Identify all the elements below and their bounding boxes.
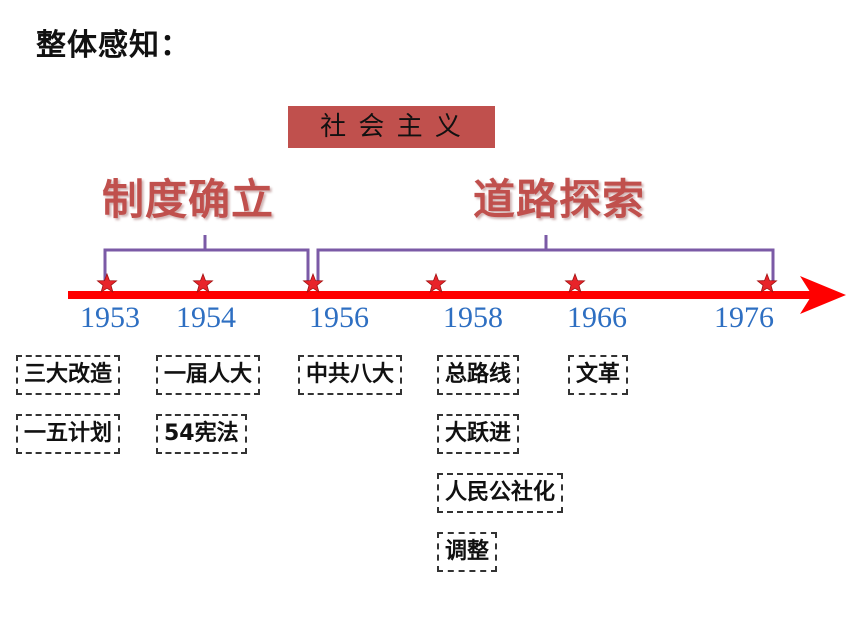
phase-label-exploration: 道路探索: [473, 175, 646, 224]
year-label-1958: 1958: [443, 301, 503, 334]
star-marker-1954: [192, 272, 214, 294]
timeline-arrow-head: [800, 276, 846, 314]
bracket-exploration: [316, 235, 775, 282]
event-box-eighth-party-congress: 中共八大: [298, 355, 403, 395]
star-marker-1966: [564, 272, 586, 294]
year-label-1953: 1953: [80, 301, 140, 334]
star-marker-1953: [96, 272, 118, 294]
phase-label-establishment: 制度确立: [102, 175, 275, 224]
bracket-establishment: [103, 235, 310, 282]
event-box-peoples-communes: 人民公社化: [437, 473, 564, 513]
year-label-1956: 1956: [309, 301, 369, 334]
star-marker-1976: [756, 272, 778, 294]
socialism-label-box: 社 会 主 义: [288, 106, 495, 148]
star-marker-1958: [425, 272, 447, 294]
year-label-1966: 1966: [567, 301, 627, 334]
event-box-first-five-year-plan: 一五计划: [16, 414, 121, 454]
event-box-great-leap-forward: 大跃进: [437, 414, 520, 454]
page-title: 整体感知：: [36, 28, 191, 63]
event-box-adjustment: 调整: [437, 532, 498, 572]
star-marker-1956: [302, 272, 324, 294]
event-box-three-transformations: 三大改造: [16, 355, 121, 395]
event-box-cultural-revolution: 文革: [568, 355, 629, 395]
year-label-1976: 1976: [714, 301, 774, 334]
year-label-1954: 1954: [176, 301, 236, 334]
event-box-first-npc: 一届人大: [156, 355, 261, 395]
event-box-1954-constitution: 54宪法: [156, 414, 247, 454]
event-box-general-line: 总路线: [437, 355, 520, 395]
